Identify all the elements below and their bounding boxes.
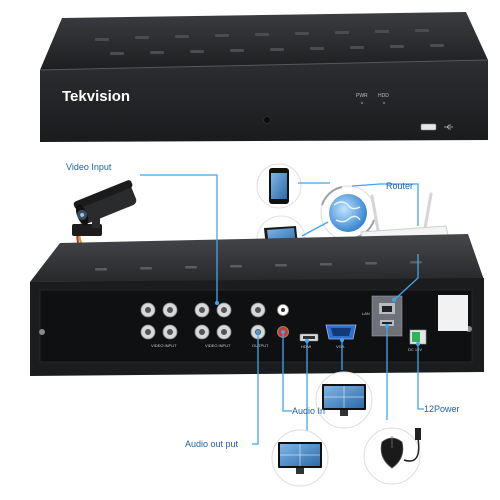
laptop-line [301,221,329,237]
pwr-led [360,101,364,105]
output-label: OUTPUT [252,343,269,348]
power-port[interactable] [409,329,427,345]
vga-label: VGA [336,344,345,349]
dc-label: DC 12V [408,347,422,352]
hdd-label: HDD [378,93,389,99]
video-input-label: Video Input [66,162,112,172]
lid-vent-slots [95,29,444,55]
bnc-port[interactable] [194,324,210,340]
dvr-rear-unit: VIDEO INPUT VIDEO INPUT OUTPUT HDMI VGA [30,234,484,376]
bnc-port[interactable] [216,324,232,340]
bnc-port[interactable] [216,302,232,318]
dvr-top-lid [40,12,488,70]
cloud-globe-icon [320,185,376,241]
bnc-port[interactable] [250,302,266,318]
router-label: Router [386,181,413,191]
hdmi-label: HDMI [301,344,311,349]
lan-port-area [371,295,403,337]
audio-out-label: Audio out put [185,439,239,449]
dvr-front-face [40,60,488,142]
monitor-icon [315,371,373,429]
router-line [351,183,419,226]
vga-port[interactable] [325,324,357,340]
front-usb-port[interactable] [420,123,437,131]
hdmi-port[interactable] [299,333,319,342]
audio-out-line [252,332,259,445]
router-lan-line [393,254,419,301]
rear-top-lid [30,234,484,282]
power-line [417,344,424,410]
ir-receiver [263,116,271,124]
audio-in-line [282,332,292,412]
mouse-icon [363,427,421,485]
rear-screw-left [39,329,45,335]
rca-audio-out-port[interactable] [277,304,289,316]
bnc-port[interactable] [162,324,178,340]
bnc-port[interactable] [140,302,156,318]
usb-rear-port[interactable] [380,320,394,326]
power-label: 12Power [424,404,460,414]
video-input-line [140,174,218,303]
video-input-label-1: VIDEO INPUT [151,343,177,348]
spec-sticker [438,295,468,331]
audio-in-label: Audio In [292,406,325,416]
bnc-port[interactable] [162,302,178,318]
connector-lines [140,174,424,446]
lan-label: LAN [362,311,370,316]
pwr-label: PWR [356,93,368,99]
brand-logo: Tekvision [62,88,130,105]
dvr-front-unit: Tekvision PWR HDD [39,12,489,142]
lan-port[interactable] [379,303,395,314]
monitor-icon [271,429,329,487]
bnc-port[interactable] [194,302,210,318]
bnc-port[interactable] [140,324,156,340]
video-input-label-2: VIDEO INPUT [205,343,231,348]
smartphone-icon [256,163,302,209]
hdd-led [382,101,386,105]
usb-icon [444,124,453,130]
